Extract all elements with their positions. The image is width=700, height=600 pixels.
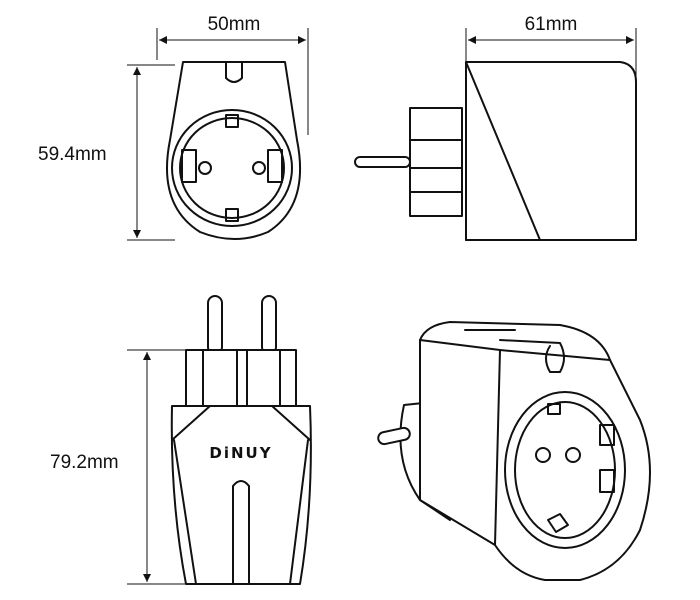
- persp-earth-clip-top: [547, 403, 561, 415]
- back-side-edges: [173, 439, 309, 585]
- back-view: 79.2mm DiNUY: [50, 295, 312, 585]
- front-view: 50mm 59.4mm: [38, 14, 309, 241]
- depth-label: 61mm: [525, 14, 578, 35]
- back-body: [170, 405, 312, 585]
- pin-hole-left: [198, 161, 212, 175]
- side-body: [465, 61, 637, 241]
- back-pin-left: [207, 295, 223, 355]
- persp-socket-outer: [504, 391, 626, 549]
- top-tab: [225, 61, 243, 83]
- persp-pin-hole-left: [535, 447, 551, 463]
- back-chamfer: [171, 405, 311, 441]
- socket-side-recess-left: [181, 149, 197, 183]
- persp-body: [419, 321, 651, 581]
- socket-side-recess-right: [267, 149, 283, 183]
- persp-front-edge: [494, 349, 501, 546]
- back-slot: [232, 480, 250, 585]
- socket-ring-outer: [171, 109, 293, 227]
- total-height-label: 79.2mm: [50, 452, 119, 473]
- earth-clip-bottom: [225, 208, 239, 222]
- persp-earth-clip-bottom: [547, 513, 569, 533]
- perspective-view: [377, 321, 651, 581]
- earth-clip-top: [225, 114, 239, 128]
- brand-logo: DiNUY: [209, 444, 272, 462]
- pin-hole-right: [252, 161, 266, 175]
- back-pin-right: [261, 295, 277, 355]
- front-body-outline: [166, 61, 301, 240]
- persp-pin-hole-right: [565, 447, 581, 463]
- width-label: 50mm: [208, 14, 261, 35]
- persp-recess-top: [599, 424, 615, 446]
- side-slope-edge: [465, 61, 541, 241]
- persp-top-tab: [499, 339, 565, 373]
- side-view: 61mm: [354, 14, 637, 241]
- socket-ring-inner: [179, 117, 285, 219]
- side-pin: [354, 156, 411, 168]
- persp-recess-bottom: [599, 469, 615, 493]
- height-label: 59.4mm: [38, 144, 107, 165]
- persp-pin: [377, 426, 411, 446]
- back-plug-base: [185, 349, 297, 407]
- side-plug-block: [409, 107, 463, 217]
